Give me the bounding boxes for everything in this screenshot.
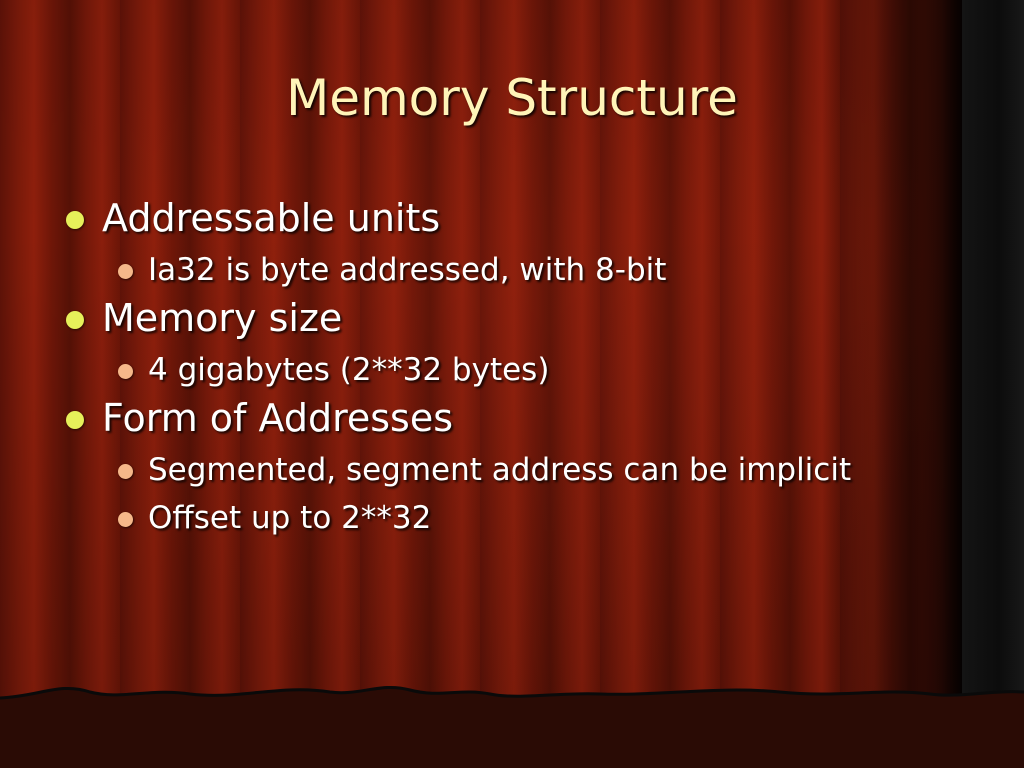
sub-bullet-item-byte-addressed: Ia32 is byte addressed, with 8-bit <box>64 250 964 290</box>
bullet-dot-icon <box>66 311 84 329</box>
bullet-text: Offset up to 2**32 <box>148 500 432 536</box>
bullet-item-addressable-units: Addressable units <box>64 194 964 242</box>
curtain-shadow-edge <box>962 0 1024 768</box>
bullet-item-form-of-addresses: Form of Addresses <box>64 394 964 442</box>
bullet-text: Form of Addresses <box>102 396 454 440</box>
sub-bullet-dot-icon <box>118 264 133 279</box>
slide-title: Memory Structure <box>286 69 738 127</box>
bullet-list: Addressable units Ia32 is byte addressed… <box>64 190 964 542</box>
sub-bullet-dot-icon <box>118 512 133 527</box>
sub-bullet-dot-icon <box>118 464 133 479</box>
bullet-dot-icon <box>66 411 84 429</box>
bullet-text: Ia32 is byte addressed, with 8-bit <box>148 252 667 288</box>
stage-floor <box>0 686 1024 768</box>
sub-bullet-item-offset: Offset up to 2**32 <box>64 498 964 538</box>
bullet-text: Memory size <box>102 296 343 340</box>
bullet-text: 4 gigabytes (2**32 bytes) <box>148 352 550 388</box>
bullet-item-memory-size: Memory size <box>64 294 964 342</box>
sub-bullet-dot-icon <box>118 364 133 379</box>
sub-bullet-item-segmented: Segmented, segment address can be implic… <box>64 450 964 490</box>
sub-bullet-item-gigabytes: 4 gigabytes (2**32 bytes) <box>64 350 964 390</box>
bullet-dot-icon <box>66 211 84 229</box>
bullet-text: Addressable units <box>102 196 441 240</box>
bullet-text: Segmented, segment address can be implic… <box>148 452 852 488</box>
